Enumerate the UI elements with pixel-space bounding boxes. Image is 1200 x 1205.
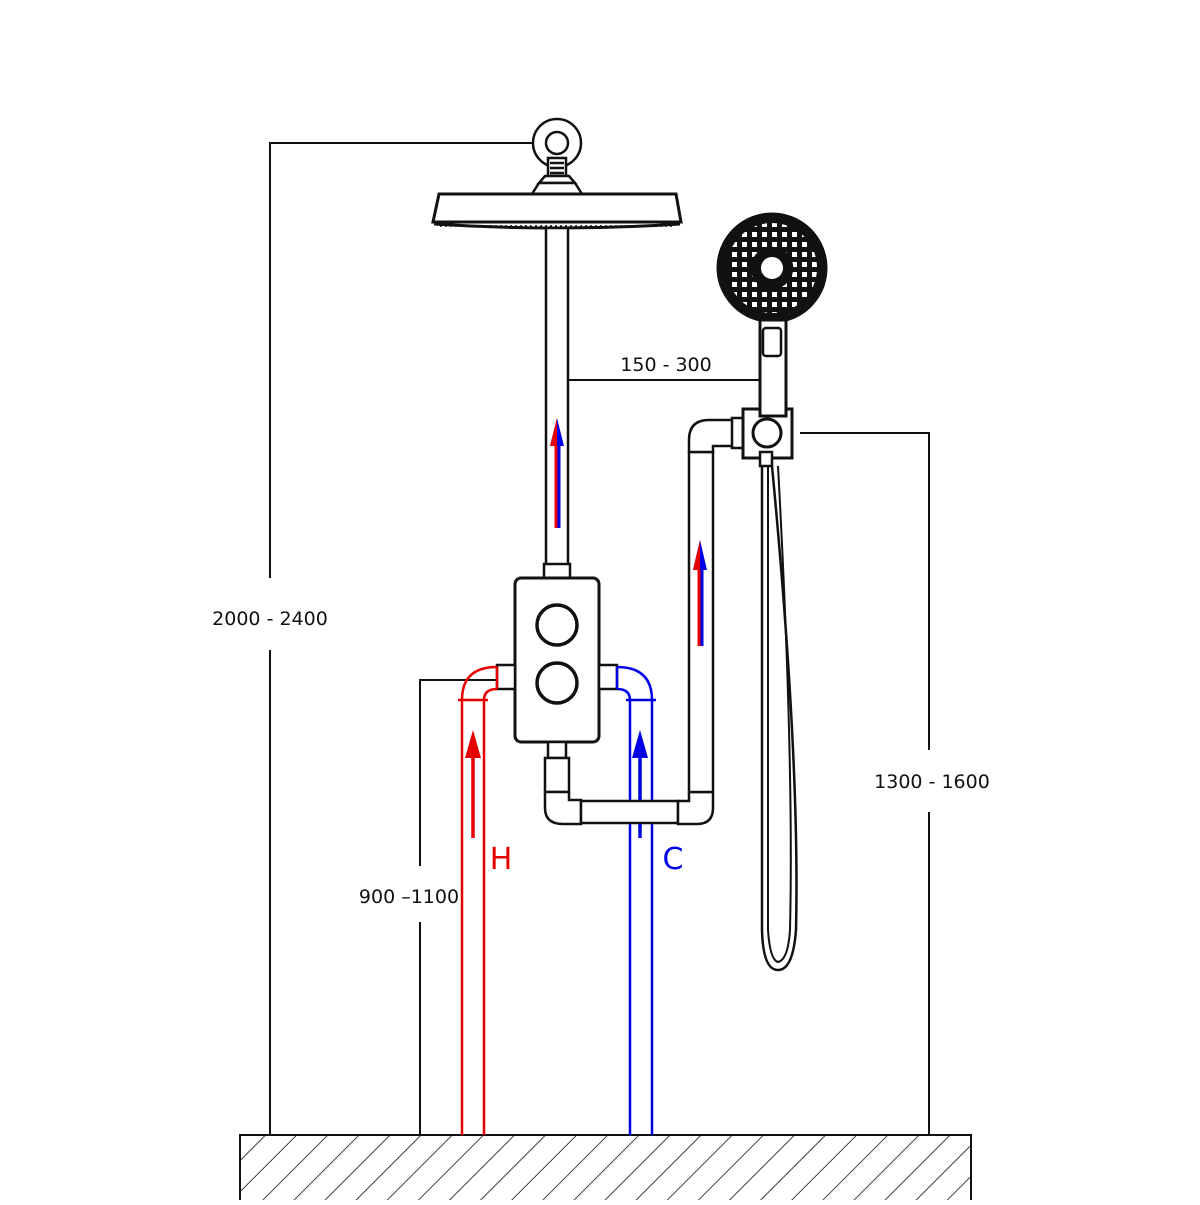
overhead-shower [431, 117, 683, 582]
dimension-valve-height [419, 679, 515, 1135]
dimension-arm-offset [556, 379, 765, 408]
dimension-valve-height-label: 900 –1100 [359, 886, 459, 908]
temperature-knob [535, 603, 579, 647]
rain-shower-head [431, 192, 683, 224]
hot-water-supply [458, 665, 499, 1135]
cold-label: C [663, 842, 684, 877]
cold-water-supply [615, 665, 656, 1135]
riser-flow-arrow [550, 418, 564, 528]
hand-pipe-flow-arrow [693, 540, 707, 646]
dimension-hand-holder-height-label: 1300 - 1600 [874, 771, 990, 793]
floor [239, 1134, 972, 1205]
dimension-hand-holder-height [800, 432, 930, 1135]
thermostatic-valve [495, 576, 619, 760]
dimension-arm-offset-label: 150 - 300 [620, 354, 711, 376]
dimension-total-height-label: 2000 - 2400 [212, 608, 328, 630]
flow-knob [535, 661, 579, 705]
hand-shower [716, 212, 828, 972]
hot-label: H [490, 842, 513, 877]
hot-flow-arrow [465, 730, 481, 838]
hand-shower-supply-pipe [543, 416, 746, 826]
dimension-total-height [269, 142, 535, 1135]
